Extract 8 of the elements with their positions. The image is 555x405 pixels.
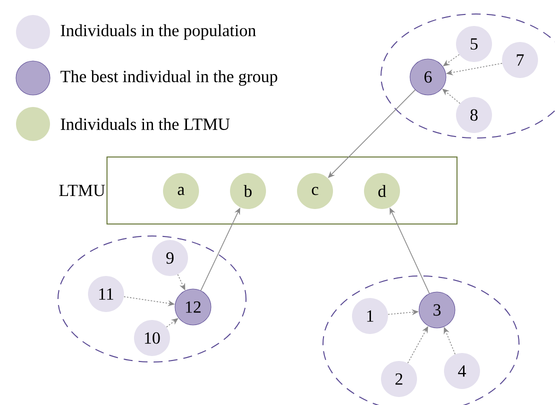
legend-text: Individuals in the population [60,24,256,40]
group-ellipse [58,236,246,362]
legend-text: Individuals in the LTMU [60,118,230,130]
legend-text: The best individual in the group [60,70,278,86]
dotted-arrow [407,326,428,364]
dotted-arrow [166,318,178,328]
dotted-arrow [442,88,460,104]
node-label: LTMU [59,184,105,196]
